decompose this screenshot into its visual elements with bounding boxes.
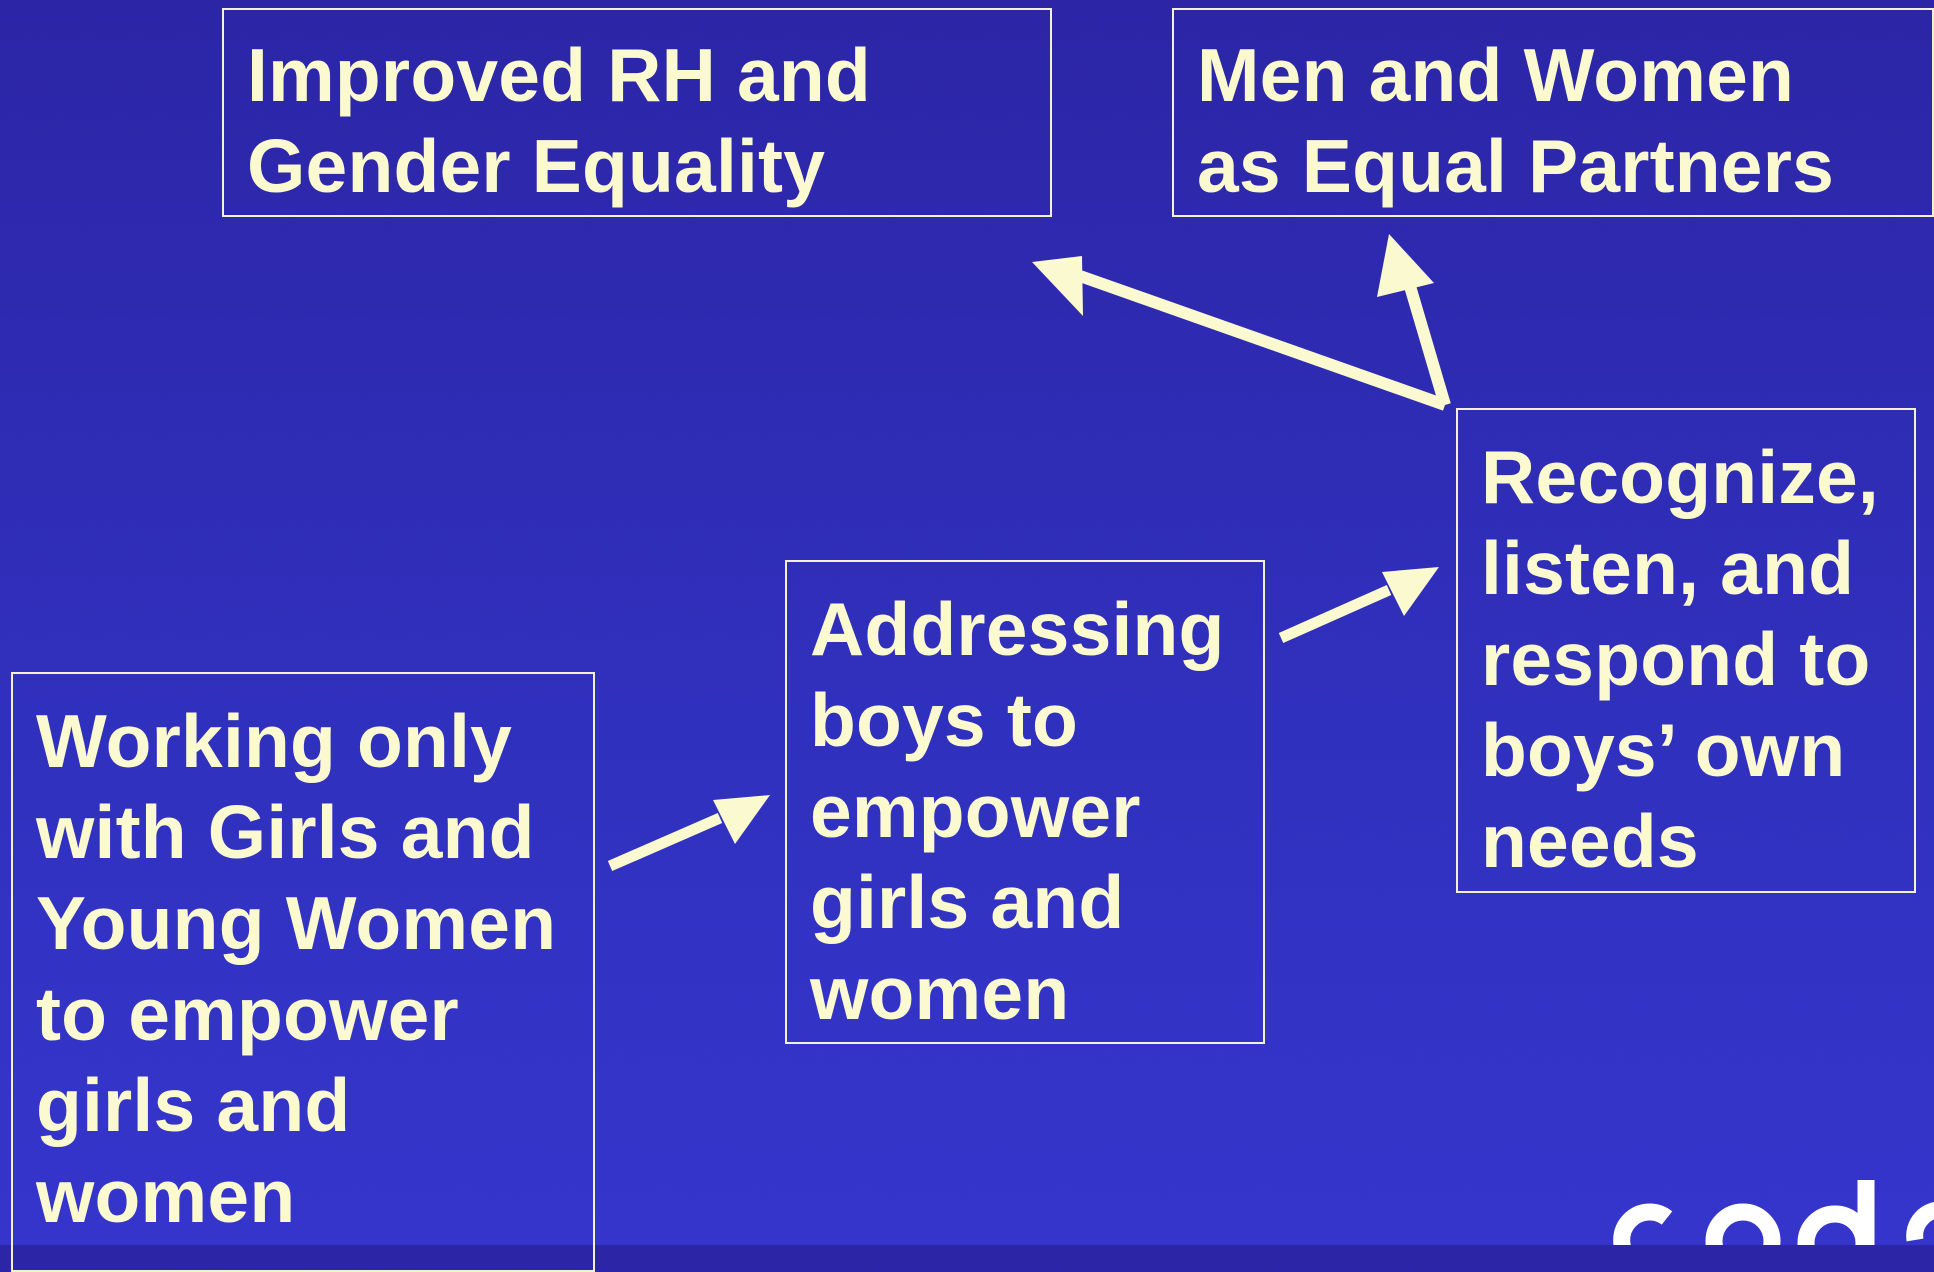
arrow-recognize-to-men <box>1377 234 1451 407</box>
box-working-label: Working only with Girls and Young Women … <box>36 699 557 1238</box>
box-improved-rh-gender-equality: Improved RH and Gender Equality <box>222 8 1052 217</box>
arrow-recognize-to-improved <box>1032 256 1447 411</box>
organization-logo-icon <box>1585 1165 1934 1245</box>
arrow-addressing-to-recognize <box>1278 567 1439 644</box>
box-recognize-label: Recognize, listen, and respond to boys’ … <box>1481 435 1879 883</box>
box-men-label: Men and Women as Equal Partners <box>1197 33 1835 208</box>
box-addressing-label: Addressing boys to empower girls and wom… <box>810 587 1225 1035</box>
slide: Improved RH and Gender Equality Men and … <box>11 8 1934 1272</box>
box-men-women-equal-partners: Men and Women as Equal Partners <box>1172 8 1934 217</box>
box-addressing-boys: Addressing boys to empower girls and wom… <box>785 560 1265 1044</box>
box-improved-label: Improved RH and Gender Equality <box>247 33 871 208</box>
box-recognize-boys-needs: Recognize, listen, and respond to boys’ … <box>1456 408 1916 893</box>
arrows-layer <box>607 234 1451 872</box>
arrow-working-to-addressing <box>607 795 770 872</box>
